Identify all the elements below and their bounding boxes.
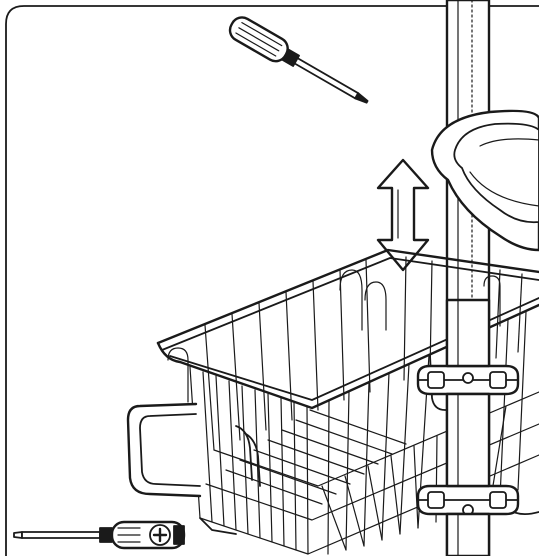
up-down-arrow-icon (376, 158, 430, 272)
basket-side-handle (126, 402, 261, 498)
phillips-screwdriver-icon (13, 520, 186, 550)
lower-clamp (416, 484, 520, 516)
wire-basket (126, 248, 539, 555)
flat-screwdriver-icon (228, 16, 369, 104)
pole-front-segment (445, 298, 491, 556)
handle-ring (430, 109, 539, 252)
upper-clamp (416, 364, 520, 396)
